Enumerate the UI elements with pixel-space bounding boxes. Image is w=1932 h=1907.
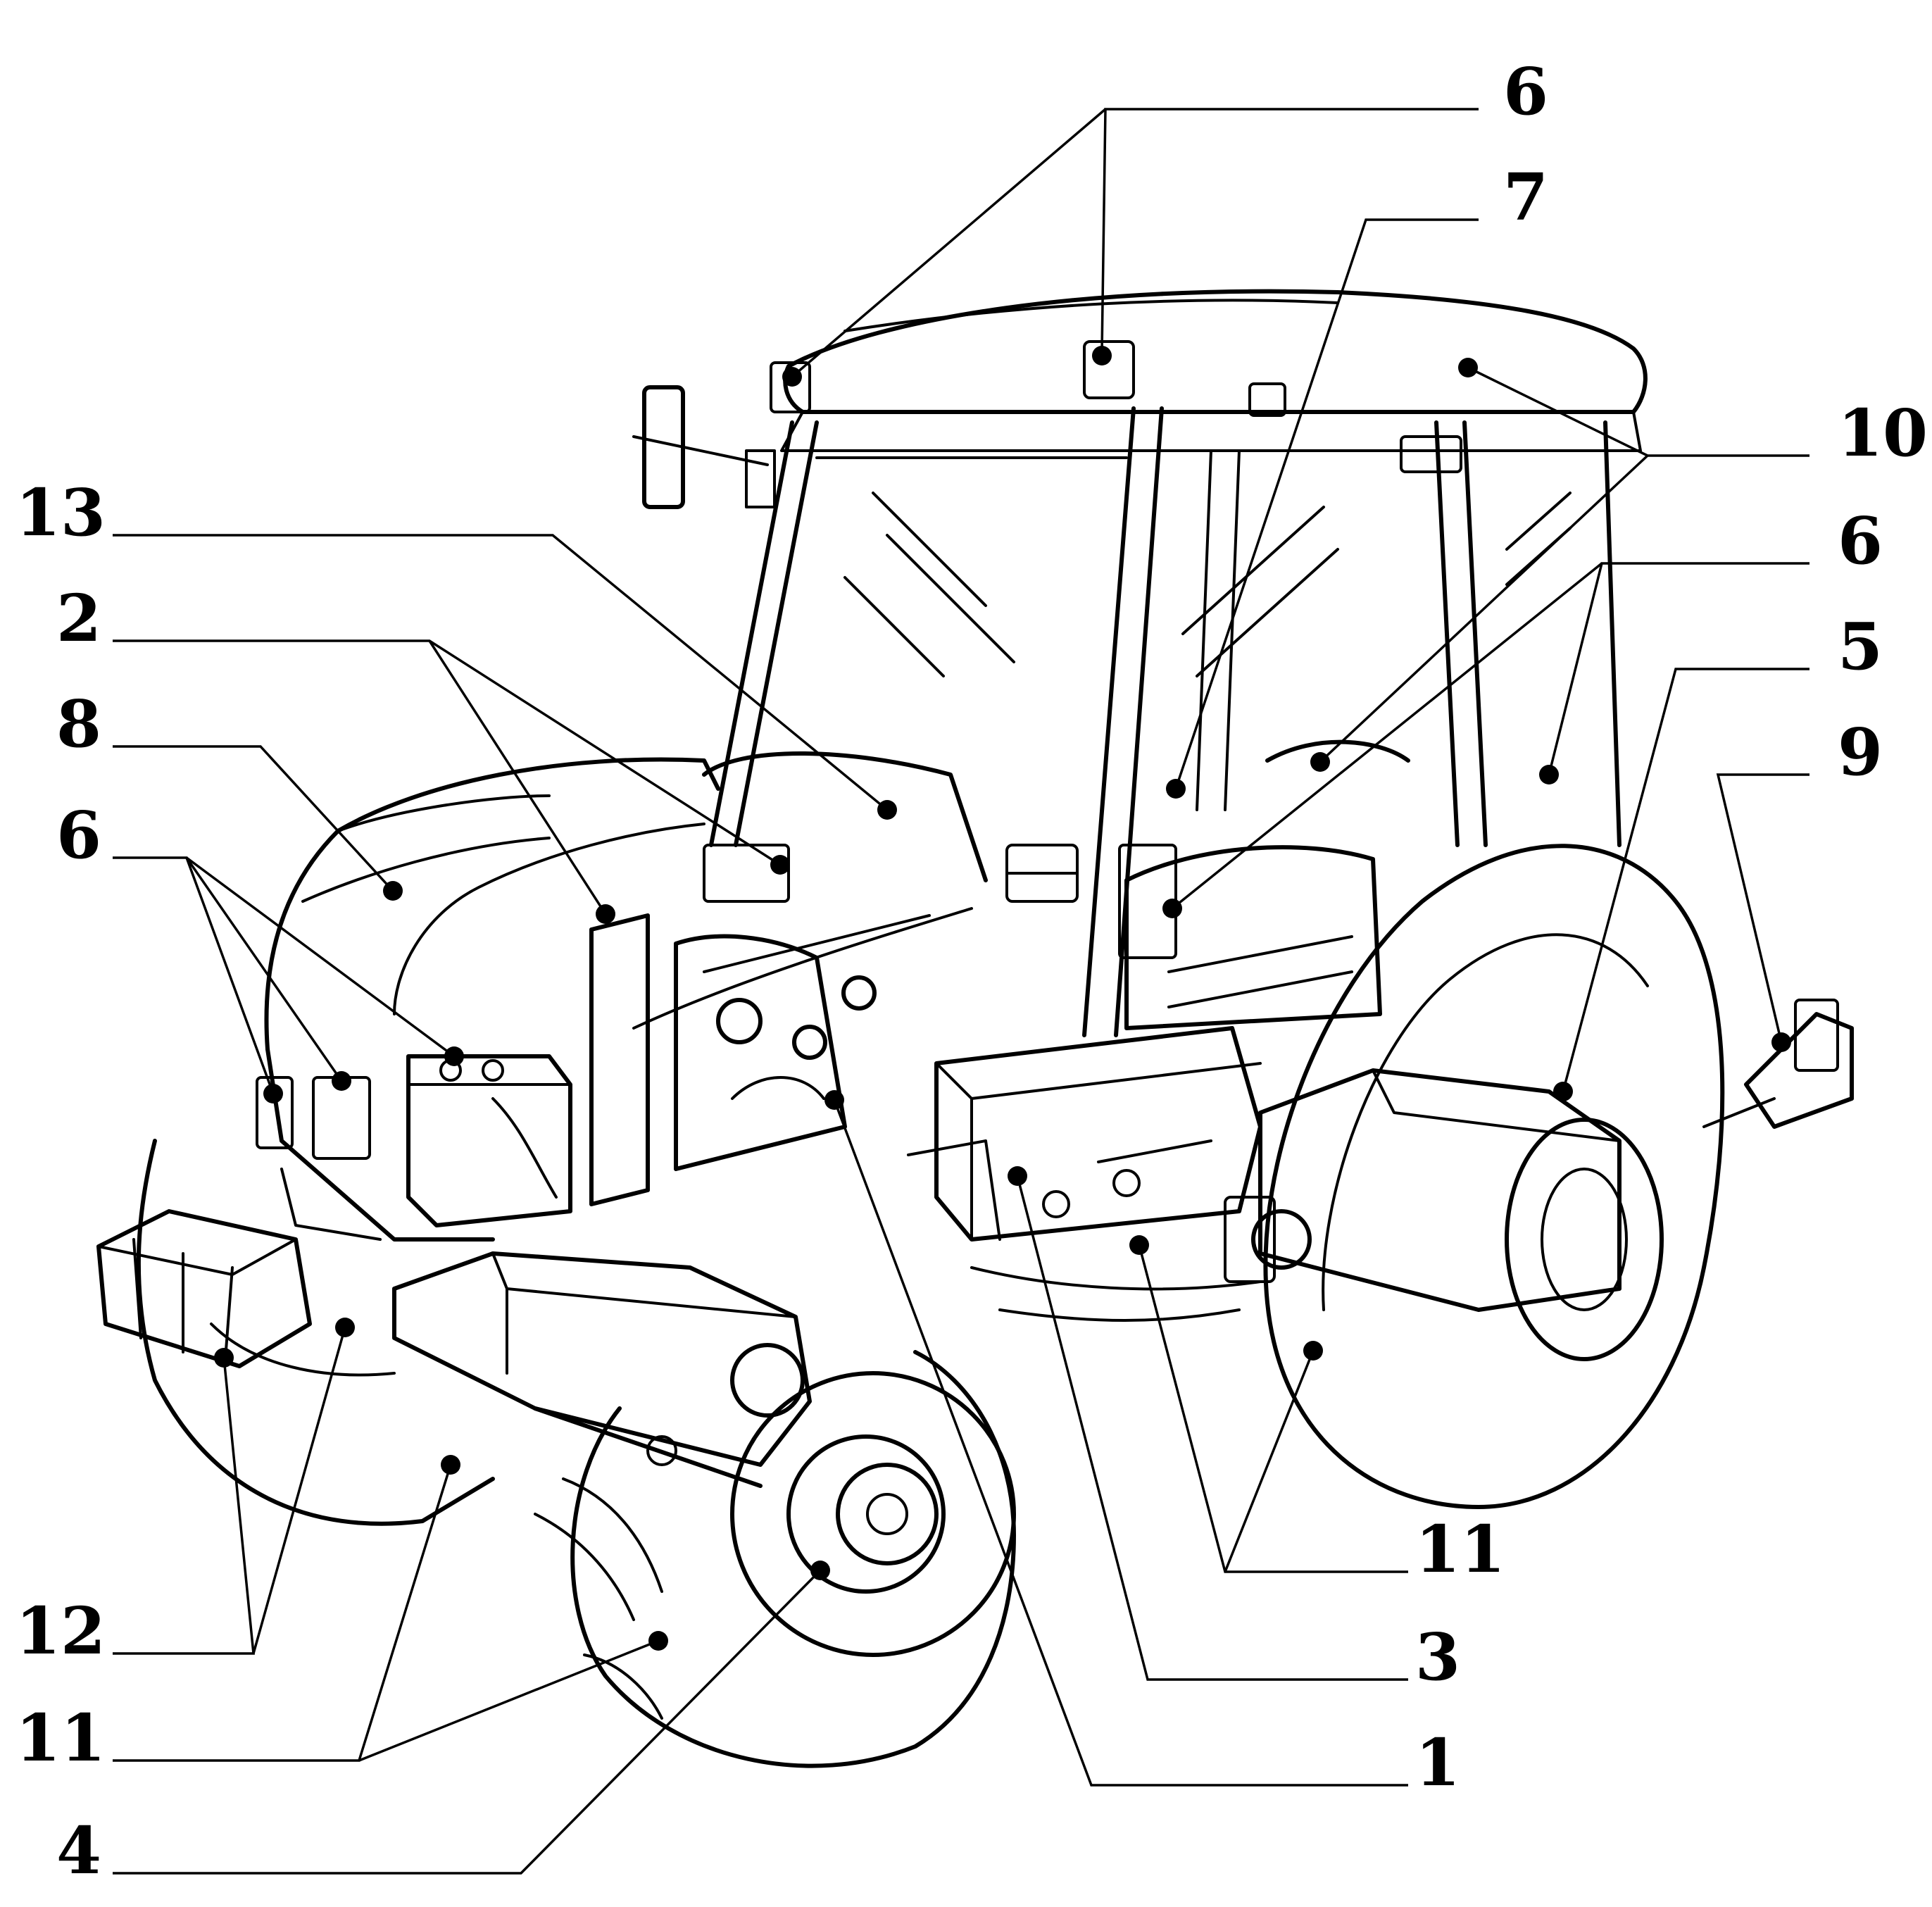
rear-axle [1224,1068,1622,1312]
callout-4: 4 [56,1813,101,1889]
leader-lines [113,108,1809,1875]
callout-1: 1 [1415,1725,1460,1801]
engine-block [589,913,931,1206]
left-front-wheel [136,1139,495,1526]
front-hub [730,1371,1016,1657]
battery [406,1054,572,1227]
callout-6-left: 6 [56,797,101,873]
roof-brackets [770,340,1462,473]
cab-roof [780,289,1648,452]
callout-6-top: 6 [1503,54,1548,130]
front-axle [392,1251,812,1488]
transmission-housing [907,1026,1262,1242]
callout-6-right: 6 [1838,503,1883,579]
control-box [1005,844,1079,903]
callout-5: 5 [1838,608,1883,684]
chassis-rails [970,1266,1262,1322]
front-wheel [534,1350,1016,1768]
seat-area [1118,739,1410,1030]
cab-frame [709,406,1622,1037]
callout-2: 2 [56,580,101,656]
callout-12: 12 [15,1593,106,1669]
rear-wheel [1263,844,1725,1509]
tractor-illustration [96,289,1854,1768]
callout-8: 8 [56,686,101,762]
callout-labels: 6 7 10 6 5 9 13 2 8 6 12 11 4 11 3 1 [15,54,1928,1889]
callout-13: 13 [15,475,106,551]
callout-10: 10 [1838,395,1928,471]
rear-hitch [1702,999,1854,1129]
callout-11-left: 11 [15,1700,106,1776]
callout-11-right: 11 [1415,1511,1505,1587]
callout-7: 7 [1503,159,1548,235]
front-weights [96,1209,312,1368]
callout-9: 9 [1838,714,1883,790]
engine-hood [264,757,720,1242]
callout-dots [214,346,1791,1651]
callout-3: 3 [1415,1619,1460,1695]
dashboard [632,751,988,1030]
side-mirror [632,385,776,509]
